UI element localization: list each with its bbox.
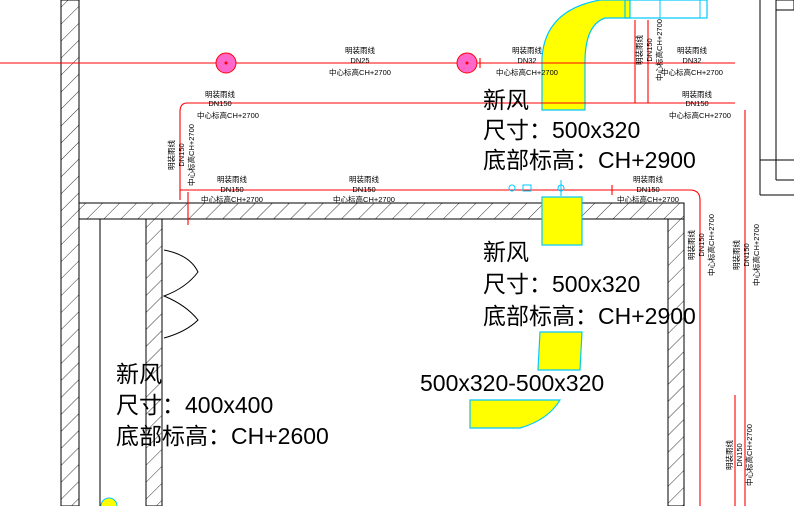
duct-top-straight bbox=[624, 0, 708, 19]
pipe-name-label: 明装雨线 bbox=[166, 140, 176, 170]
duct-title: 新风 bbox=[483, 87, 529, 113]
shaft-right bbox=[759, 0, 794, 196]
pipe-dn-label: DN25 bbox=[350, 56, 369, 65]
pipe-dn-label: DN150 bbox=[177, 143, 186, 166]
pipe-elev-label: 中心标高CH+2700 bbox=[661, 67, 723, 77]
pipe-elev-label: 中心标高CH+2700 bbox=[706, 214, 716, 276]
pipe-elev-label: 中心标高CH+2700 bbox=[197, 110, 259, 120]
pipe-dn-label: DN150 bbox=[685, 99, 708, 108]
duct-annotation-3: 新风 尺寸：400x400 底部标高：CH+2600 bbox=[116, 361, 329, 449]
pipe-annotations: 明装雨线 DN25 中心标高CH+2700 明装雨线 DN32 中心标高CH+2… bbox=[166, 19, 761, 486]
duct-outlet bbox=[100, 497, 118, 506]
pipe-name-label: 明装雨线 bbox=[345, 45, 375, 55]
pipe-elev-label: 中心标高CH+2700 bbox=[669, 110, 731, 120]
wall-right bbox=[667, 218, 685, 506]
pipe-elev-label: 中心标高CH+2700 bbox=[496, 67, 558, 77]
pipe-name-label: 明装雨线 bbox=[205, 89, 235, 99]
pipe-name-label: 明装雨线 bbox=[724, 440, 734, 470]
wall-horizontal bbox=[78, 202, 685, 220]
pipe-elev-label: 中心标高CH+2700 bbox=[201, 194, 263, 204]
duct-top-elbow bbox=[541, 0, 631, 111]
pipe-dn-label: DN150 bbox=[697, 233, 706, 256]
pipe-name-label: 明装雨线 bbox=[512, 45, 542, 55]
door-swing bbox=[162, 249, 199, 339]
pipe-name-label: 明装雨线 bbox=[634, 35, 644, 65]
pipes bbox=[0, 20, 746, 506]
pipe-lower-elbow bbox=[689, 189, 701, 506]
wall-left-upper bbox=[60, 0, 80, 506]
pipe-dn-label: DN32 bbox=[517, 56, 536, 65]
ducts bbox=[100, 0, 708, 506]
duct-size: 尺寸：500x320 bbox=[483, 117, 640, 143]
pipe-dn-label: DN150 bbox=[645, 38, 654, 61]
pipe-name-label: 明装雨线 bbox=[217, 174, 247, 184]
pipe-name-label: 明装雨线 bbox=[349, 174, 379, 184]
pipe-elev-label: 中心标高CH+2700 bbox=[186, 124, 196, 186]
pipe-elev-label: 中心标高CH+2700 bbox=[654, 19, 664, 81]
duct-bottom-elbow bbox=[469, 399, 562, 429]
pipe-elev-label: 中心标高CH+2700 bbox=[329, 67, 391, 77]
duct-elev: 底部标高：CH+2900 bbox=[483, 303, 696, 329]
wall-column bbox=[145, 218, 163, 506]
duct-riser bbox=[541, 196, 583, 246]
duct-size: 尺寸：500x320 bbox=[483, 271, 640, 297]
duct-size: 尺寸：400x400 bbox=[116, 392, 273, 418]
pipe-elev-label: 中心标高CH+2700 bbox=[744, 424, 754, 486]
pipe-name-label: 明装雨线 bbox=[682, 89, 712, 99]
duct-elev: 底部标高：CH+2600 bbox=[116, 423, 329, 449]
pipe-dn-label: DN150 bbox=[220, 185, 243, 194]
duct-title: 新风 bbox=[483, 239, 529, 265]
pipe-dn-label: DN150 bbox=[742, 243, 751, 266]
pipe-elev-label: 中心标高CH+2700 bbox=[333, 194, 395, 204]
pipe-name-label: 明装雨线 bbox=[677, 45, 707, 55]
pipe-dn-label: DN150 bbox=[352, 185, 375, 194]
duct-elev: 底部标高：CH+2900 bbox=[483, 147, 696, 173]
duct-title: 新风 bbox=[116, 361, 162, 387]
pipe-dn-label: DN32 bbox=[682, 56, 701, 65]
pipe-name-label: 明装雨线 bbox=[633, 174, 663, 184]
pipe-name-label: 明装雨线 bbox=[686, 230, 696, 260]
duct-mid-lower bbox=[537, 331, 583, 371]
pipe-dn-label: DN150 bbox=[208, 99, 231, 108]
walls bbox=[60, 0, 794, 506]
pipe-dn-label: DN150 bbox=[735, 443, 744, 466]
reducer-label: 500x320-500x320 bbox=[420, 370, 604, 396]
valve-symbols bbox=[508, 180, 565, 196]
pipe-elev-label: 中心标高CH+2700 bbox=[617, 194, 679, 204]
pipe-name-label: 明装雨线 bbox=[731, 240, 741, 270]
pipe-elev-label: 中心标高CH+2700 bbox=[751, 224, 761, 286]
pipe-upper-elbow bbox=[179, 102, 188, 200]
duct-annotation-2: 新风 尺寸：500x320 底部标高：CH+2900 bbox=[483, 239, 696, 329]
duct-annotation-1: 新风 尺寸：500x320 底部标高：CH+2900 bbox=[483, 87, 696, 173]
pipe-dn-label: DN150 bbox=[636, 185, 659, 194]
